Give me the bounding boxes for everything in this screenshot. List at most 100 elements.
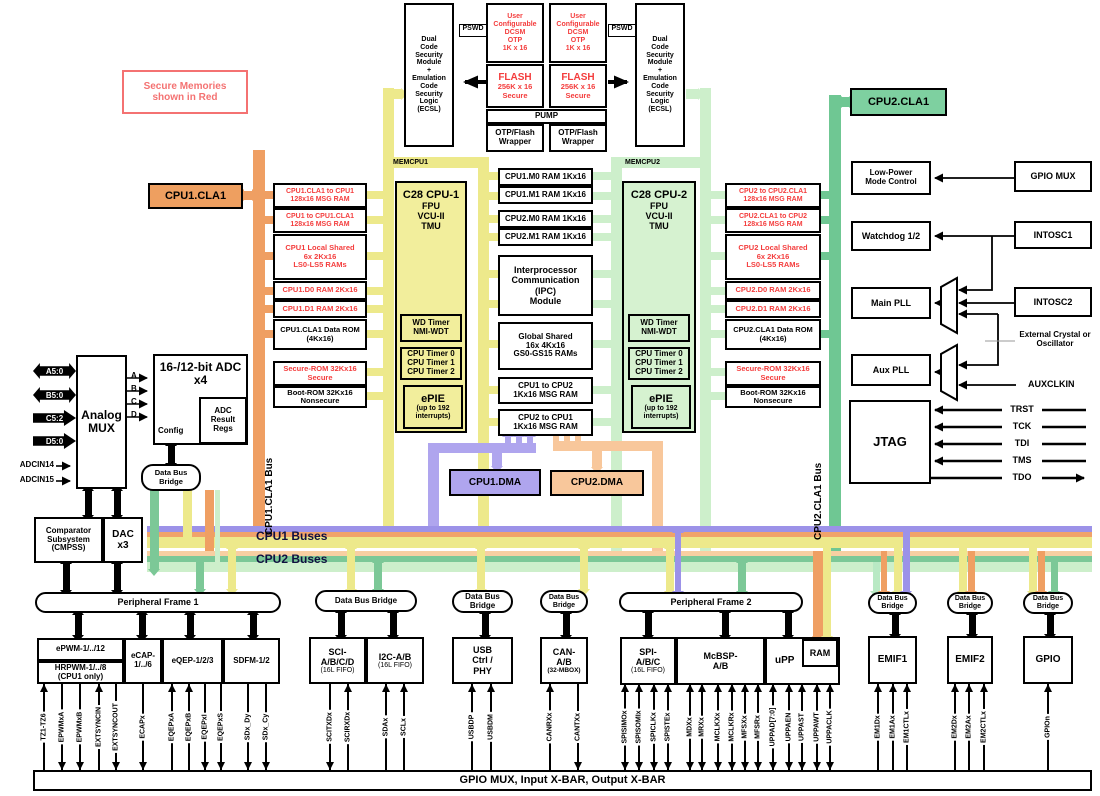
analog-input-c: C5:2: [33, 410, 76, 426]
bus-connector: [711, 368, 725, 376]
block-mcbsp: McBSP- A/B: [676, 637, 765, 685]
upp-title: uPP: [775, 655, 795, 667]
clock-mux-main: [940, 276, 958, 335]
block-low-power-mode: Low-Power Mode Control: [851, 161, 931, 195]
adc-channel-c: C: [131, 397, 137, 406]
adc-channel-b: B: [131, 384, 137, 393]
cpu1-epie-title: ePIE: [421, 393, 445, 406]
bridge-emif2: Data Bus Bridge: [947, 592, 993, 614]
block-ipc: Interprocessor Communication (IPC) Modul…: [498, 255, 593, 316]
block-sci: SCI- A/B/C/D (16L FIFO): [309, 637, 366, 684]
bus-connector: [821, 252, 829, 260]
block-sdfm: SDFM-1/2: [223, 638, 280, 684]
block-otp-flash-wrapper-1: OTP/Flash Wrapper: [486, 124, 544, 152]
dma1-route-v: [428, 443, 439, 526]
block-cmpss: Comparator Subsystem (CMPSS): [34, 517, 103, 563]
block-intosc1: INTOSC1: [1014, 221, 1092, 249]
pswd-label-right: PSWD: [608, 24, 636, 37]
arrow-frame1-sdfm: [247, 608, 259, 642]
block-dcsm-right: Dual Code Security Module + Emulation Co…: [635, 3, 685, 147]
i2c-title: I2C-A/B: [378, 651, 412, 662]
block-flash-2: FLASH 256K x 16 Secure: [549, 64, 607, 108]
block-pump: PUMP: [486, 109, 607, 124]
cpu2-bus-green: [147, 556, 1092, 562]
cpu2-buses-label: CPU2 Buses: [256, 552, 328, 566]
block-cpu2-m0: CPU2.M0 RAM 1Kx16: [498, 210, 593, 228]
flash2-bus-arrow: [686, 87, 705, 100]
block-cpu1-wd-timer: WD Timer NMI-WDT: [400, 314, 462, 342]
block-cpu1-m1: CPU1.M1 RAM 1Kx16: [498, 186, 593, 204]
cpu2-core-sub: FPU VCU-II TMU: [645, 201, 673, 232]
adcin15-label: ADCIN15: [19, 475, 54, 484]
auxclkin-label: AUXCLKIN: [1028, 379, 1075, 389]
arrow-cmpss-frame1: [60, 557, 72, 597]
bus-connector: [367, 330, 383, 338]
cpu2-cla1-bus-label: CPU2.CLA1 Bus: [813, 462, 824, 540]
block-dcsm-otp-1: User Configurable DCSM OTP 1K x 16: [486, 3, 544, 63]
arrow-bridge-emif1: [889, 608, 901, 641]
bus-connector: [367, 216, 383, 224]
block-msg-cpu1-cpu2: CPU1 to CPU2 1Kx16 MSG RAM: [498, 377, 593, 404]
block-cpu1-mem-2: CPU1 Local Shared 6x 2Kx16 LS0-LS5 RAMs: [273, 234, 367, 280]
block-epwm: ePWM-1/../12: [37, 638, 124, 661]
bus-connector: [593, 215, 611, 223]
block-dcsm-otp-2: User Configurable DCSM OTP 1K x 16: [549, 3, 607, 63]
block-cpu2-mem-6: Secure-ROM 32Kx16 Secure: [725, 361, 821, 386]
bus-drop: [215, 490, 220, 562]
memcpu2-band: [617, 157, 711, 168]
bus-connector: [265, 191, 273, 199]
block-jtag: JTAG: [849, 400, 931, 484]
arrow-frame2-upp: [782, 606, 794, 642]
adc-channel-d: D: [131, 410, 137, 419]
clock-mux-aux: [940, 343, 958, 402]
analog-input-b: B5:0: [33, 387, 76, 403]
bus-connector: [711, 305, 725, 313]
bus-drop: [193, 562, 206, 596]
bus-connector: [593, 418, 611, 426]
block-aux-pll: Aux PLL: [851, 354, 931, 386]
block-watchdog: Watchdog 1/2: [851, 221, 931, 251]
block-msg-cpu2-cpu1: CPU2 to CPU1 1Kx16 MSG RAM: [498, 409, 593, 436]
bus-connector: [489, 340, 498, 348]
bus-connector: [593, 233, 611, 241]
block-cpu2-mem-2: CPU2 Local Shared 6x 2Kx16 LS0-LS5 RAMs: [725, 234, 821, 280]
block-cpu1-mem-7: Boot-ROM 32Kx16 Nonsecure: [273, 386, 367, 408]
bus-drop: [811, 551, 824, 643]
can-title: CAN- A/B: [552, 646, 576, 667]
memcpu1-bus: [478, 157, 489, 537]
arrow-adc-bridge: [165, 439, 177, 470]
block-cpu1-m0: CPU1.M0 RAM 1Kx16: [498, 168, 593, 186]
arrow-frame2-mcbsp: [719, 606, 731, 642]
cpu1-core-title: C28 CPU-1: [402, 189, 460, 201]
arrow-mux-dac: [111, 484, 123, 522]
adcin14-label: ADCIN14: [19, 460, 54, 469]
cpu2-flash-bus: [700, 88, 711, 556]
block-cpu2-mem-1: CPU2.CLA1 to CPU2 128x16 MSG RAM: [725, 208, 821, 233]
block-eqep: eQEP-1/2/3: [162, 638, 223, 684]
memcpu2-bus: [611, 157, 622, 556]
memcpu2-label: MEMCPU2: [625, 159, 661, 166]
arrow-frame1-ecap: [136, 608, 148, 642]
block-cpu1-mem-1: CPU1 to CPU1.CLA1 128x16 MSG RAM: [273, 208, 367, 233]
block-cpu2-wd-timer: WD Timer NMI-WDT: [628, 314, 690, 342]
arrow-bridge-emif2: [966, 608, 978, 641]
cpu2-bus-palegreen: [147, 562, 1092, 572]
block-main-pll: Main PLL: [851, 287, 931, 319]
bus-connector: [593, 192, 611, 200]
spi-fifo: (16L FIFO): [631, 667, 665, 675]
jtag-tdo-label: TDO: [1002, 472, 1042, 483]
bus-drop: [965, 551, 977, 598]
bus-drop: [371, 556, 384, 596]
arrow-frame1-epwm: [72, 608, 84, 642]
dma2-route-v: [652, 441, 663, 553]
arrow-dac-frame1: [111, 557, 123, 597]
arrow-frame2-spi: [642, 606, 654, 642]
flash-bus-arrow: [393, 87, 408, 100]
memcpu1-label: MEMCPU1: [393, 159, 429, 166]
block-usb: USB Ctrl / PHY: [452, 637, 513, 684]
bus-drop: [344, 542, 357, 596]
bus-connector: [711, 252, 725, 260]
bus-connector: [711, 330, 725, 338]
pswd-label-left: PSWD: [459, 24, 487, 37]
bus-drop: [474, 542, 487, 596]
